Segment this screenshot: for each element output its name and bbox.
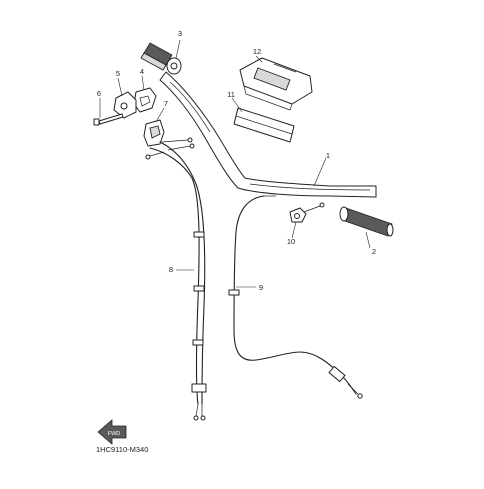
fwd-arrow-icon: FWD bbox=[97, 419, 127, 445]
handlebar-pad bbox=[233, 107, 295, 143]
throttle-cables bbox=[145, 137, 207, 421]
callout-5: 5 bbox=[116, 69, 120, 78]
callouts: 1 2 3 4 5 6 7 8 9 10 11 12 bbox=[97, 29, 376, 292]
callout-12: 12 bbox=[253, 47, 261, 56]
fwd-label: FWD bbox=[108, 431, 121, 437]
callout-3: 3 bbox=[178, 29, 182, 38]
callout-2: 2 bbox=[372, 247, 376, 256]
diagram-code: 1HC9110-M340 bbox=[96, 445, 148, 454]
handlebar bbox=[159, 71, 377, 198]
callout-8: 8 bbox=[169, 265, 173, 274]
callout-6: 6 bbox=[97, 89, 101, 98]
switch-housing-lower bbox=[113, 91, 137, 119]
callout-7: 7 bbox=[164, 99, 168, 108]
clutch-cable bbox=[228, 195, 363, 399]
callout-11: 11 bbox=[227, 90, 235, 99]
pad-cover bbox=[239, 57, 313, 111]
cable-adjuster bbox=[289, 202, 325, 223]
cable-guide bbox=[143, 119, 165, 147]
callout-9: 9 bbox=[259, 283, 263, 292]
screw bbox=[93, 113, 124, 126]
callout-1: 1 bbox=[326, 151, 330, 160]
leader-lines bbox=[99, 39, 371, 288]
throttle-grip bbox=[140, 42, 182, 75]
callout-4: 4 bbox=[140, 67, 144, 76]
callout-10: 10 bbox=[287, 237, 295, 246]
switch-housing-upper bbox=[133, 87, 157, 113]
grip bbox=[339, 206, 394, 237]
